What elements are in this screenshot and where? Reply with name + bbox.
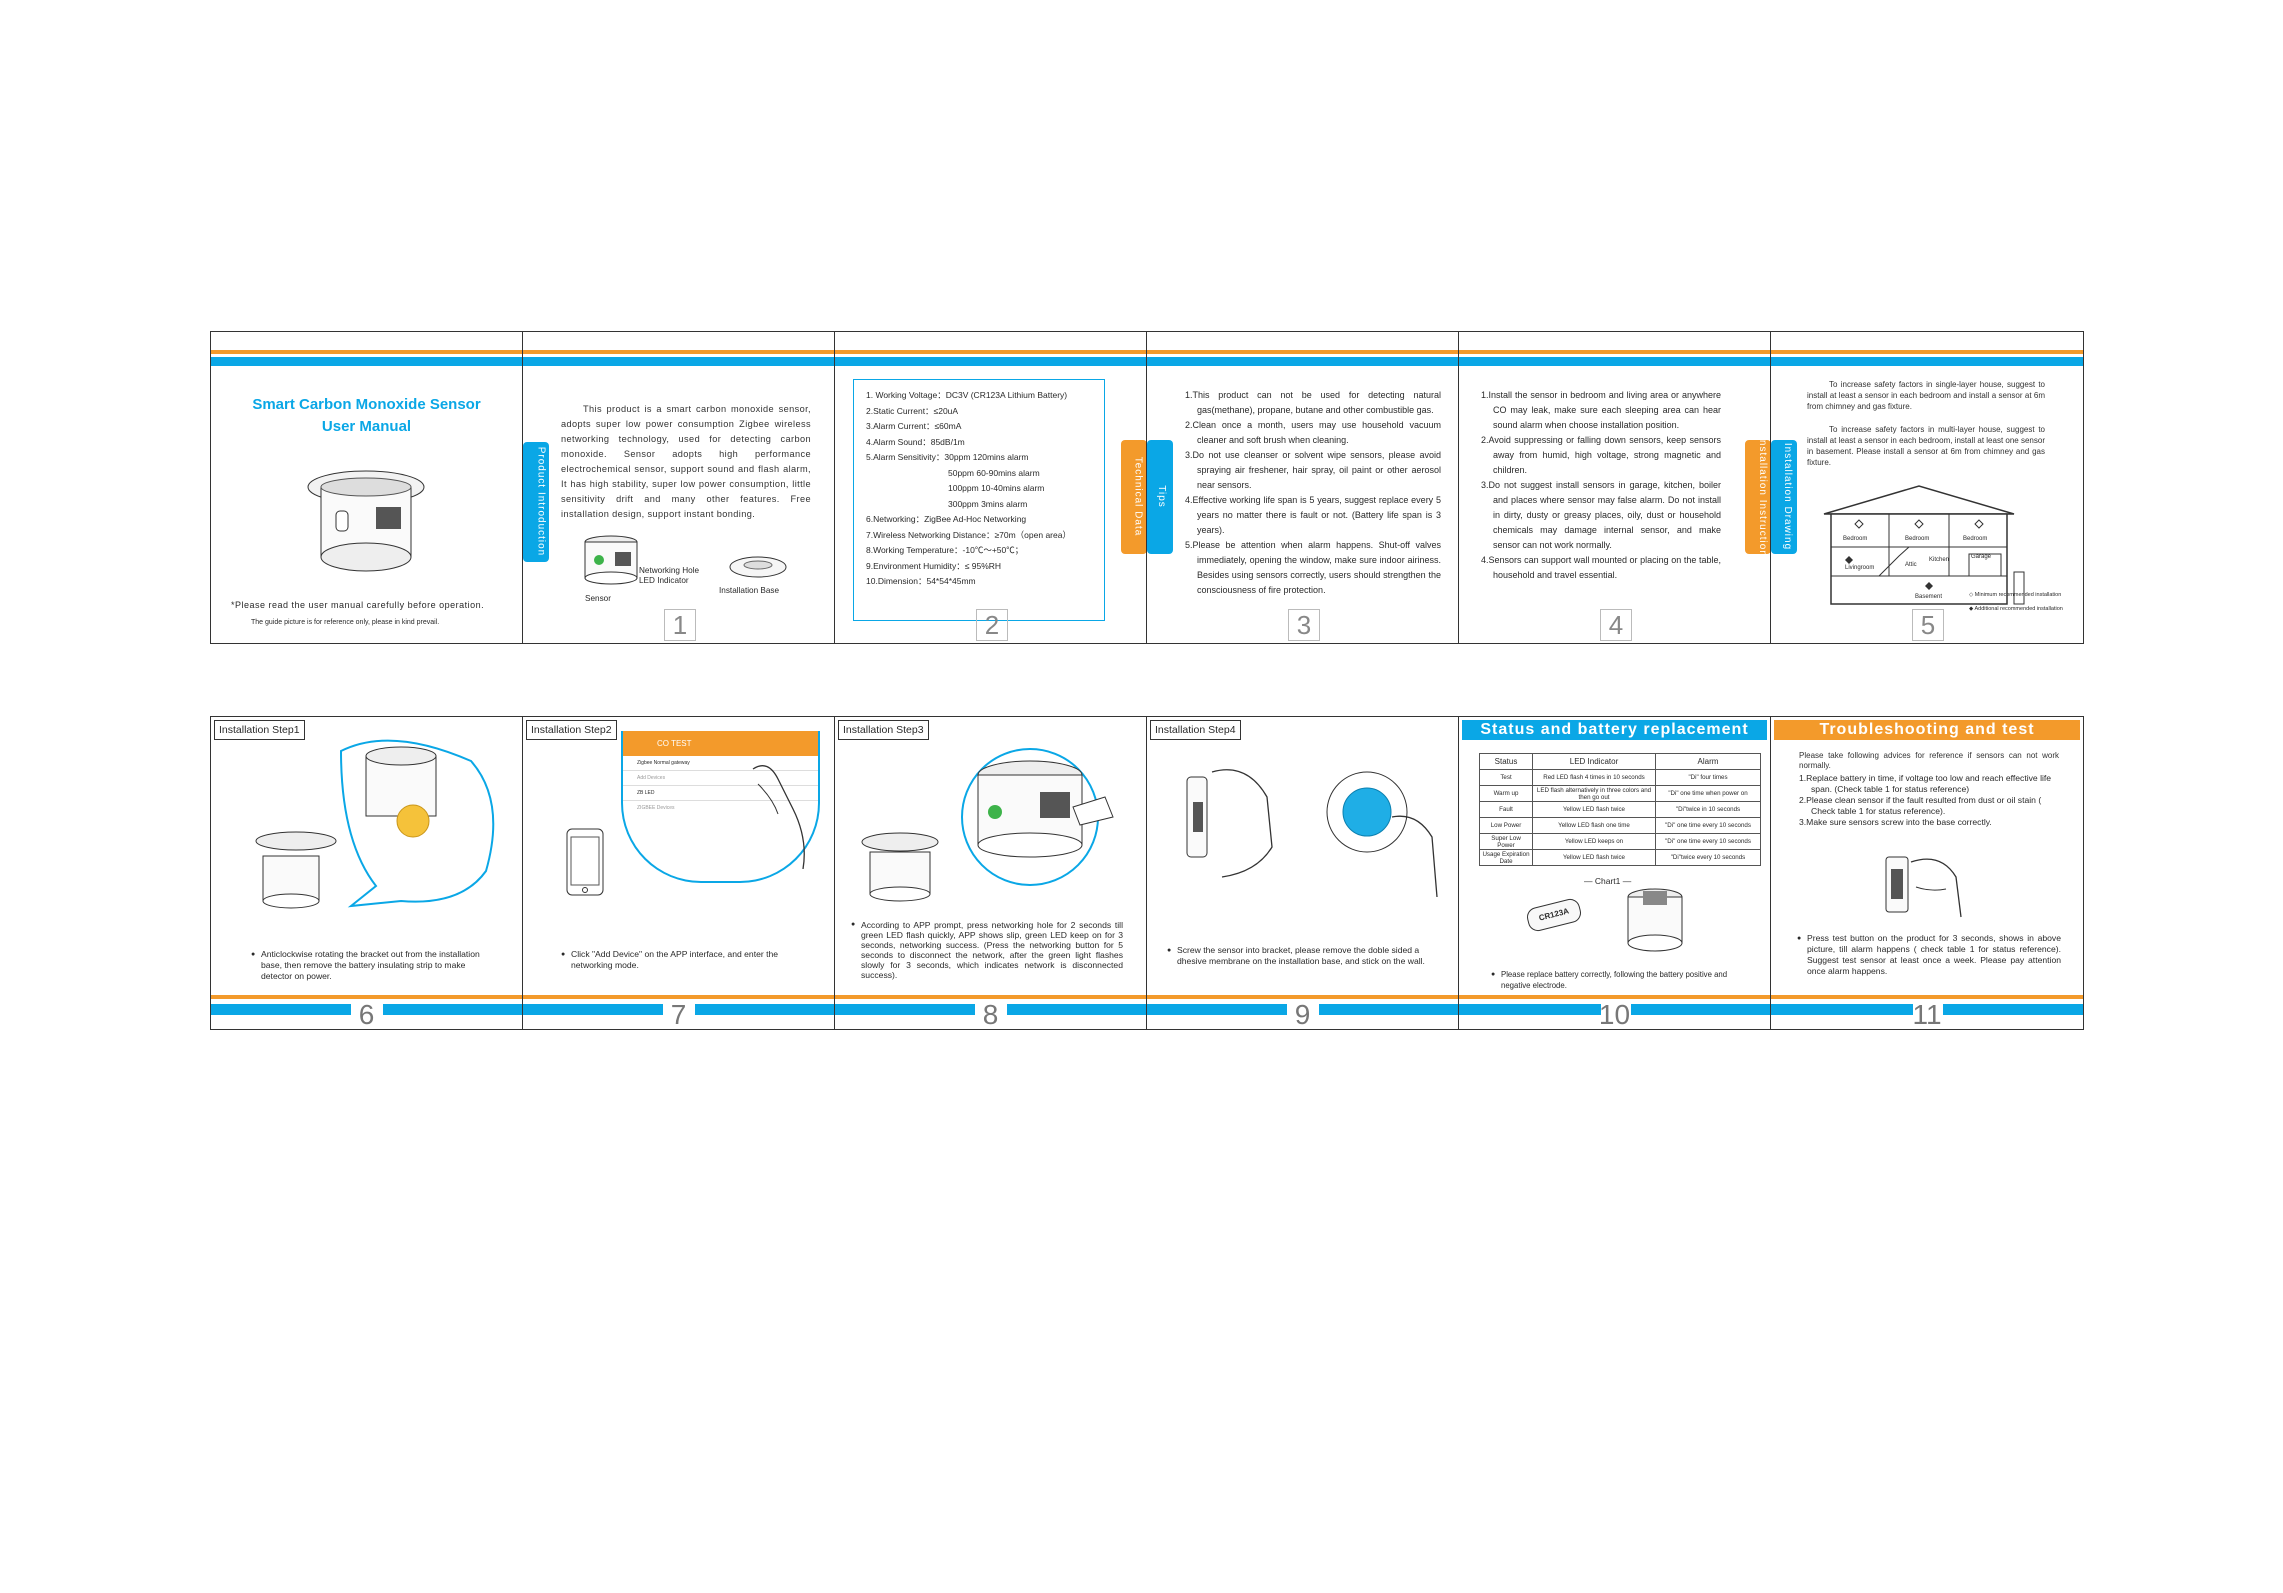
read-manual-note: *Please read the user manual carefully b… <box>231 600 485 610</box>
page-number: 1 <box>664 609 696 641</box>
panel-installation-drawing: Installation Drawing To increase safety … <box>1771 332 2083 643</box>
troubleshooting-intro: Please take following advices for refere… <box>1799 751 2059 770</box>
multi-layer-advice: To increase safety factors in multi-laye… <box>1807 425 2045 467</box>
manual-sheet-back: Installation Step1 Anticlockwise rotatin… <box>210 716 2084 1030</box>
installation-base-illustration <box>729 556 787 578</box>
technical-data-box: 1. Working Voltage：DC3V (CR123A Lithium … <box>853 379 1105 621</box>
test-caption: Press test button on the product for 3 s… <box>1797 933 2061 977</box>
panel-step2: Installation Step2 CO TEST Zigbee Normal… <box>523 717 835 1029</box>
page-number: 4 <box>1600 609 1632 641</box>
house-drawing <box>1823 485 2025 605</box>
page-number: 9 <box>1294 999 1311 1029</box>
legend-additional: ◆ Additional recommended installation <box>1969 606 2063 612</box>
tab-installation-drawing: Installation Drawing <box>1771 440 1797 554</box>
reference-note: The guide picture is for reference only,… <box>251 619 440 626</box>
label-networking-hole: Networking Hole <box>639 566 700 575</box>
room-label: Livingroom <box>1845 565 1875 571</box>
blue-stripe <box>211 357 522 366</box>
panel-step1: Installation Step1 Anticlockwise rotatin… <box>211 717 523 1029</box>
single-layer-advice: To increase safety factors in single-lay… <box>1807 380 2045 411</box>
panel-troubleshooting: Troubleshooting and test Please take fol… <box>1771 717 2083 1029</box>
troubleshooting-list: 1.Replace battery in time, if voltage to… <box>1799 773 2052 827</box>
app-row[interactable]: ZB LED <box>623 786 818 801</box>
orange-stripe <box>211 350 522 354</box>
hand-illustration <box>752 765 805 869</box>
panel-step3: Installation Step3 According to APP prom… <box>835 717 1147 1029</box>
battery-caption: Please replace battery correctly, follow… <box>1491 969 1741 991</box>
panel-status-battery: Status and battery replacement Status LE… <box>1459 717 1771 1029</box>
page-number: 10 <box>1598 999 1631 1029</box>
sensor-small-illustration <box>584 535 638 585</box>
step4-illustration <box>1186 769 1438 898</box>
step1-illustration <box>255 739 495 909</box>
legend-minimum: ◇ Minimum recommended installation <box>1969 592 2062 598</box>
room-label: Basement <box>1915 594 1943 600</box>
panel-tips: Tips 1.This product can not be used for … <box>1147 332 1459 643</box>
add-devices-item[interactable]: Add Devices <box>623 771 818 786</box>
panel-cover: Smart Carbon Monoxide Sensor User Manual… <box>211 332 523 643</box>
room-label: Garage <box>1971 554 1992 560</box>
table-header-row: Status LED Indicator Alarm <box>1479 753 1761 770</box>
test-button-illustration <box>1885 856 1962 918</box>
room-label: Bedroom <box>1905 536 1930 542</box>
battery-illustration: CR123A <box>1524 896 1584 934</box>
diamond-outline-icon: ◇ <box>1969 592 1974 598</box>
tab-product-introduction: Product Introduction <box>523 442 549 562</box>
step2-caption: Click "Add Device" on the APP interface,… <box>561 949 807 971</box>
tips-list: 1.This product can not be used for detec… <box>1185 390 1441 595</box>
step-label: Installation Step3 <box>838 720 929 740</box>
tab-tips: Tips <box>1147 440 1173 554</box>
tab-installation-instruction: Installation Instruction <box>1745 436 1770 557</box>
sensor-illustration <box>307 470 425 572</box>
step4-caption: Screw the sensor into bracket, please re… <box>1167 945 1435 967</box>
manual-sheet-front: Smart Carbon Monoxide Sensor User Manual… <box>210 331 2084 644</box>
step-label: Installation Step4 <box>1150 720 1241 740</box>
page-number: 6 <box>358 999 375 1029</box>
app-screen: CO TEST Zigbee Normal gateway Add Device… <box>621 731 820 883</box>
step-label: Installation Step1 <box>214 720 305 740</box>
panel-step4: Installation Step4 Screw the sensor into… <box>1147 717 1459 1029</box>
step1-caption: Anticlockwise rotating the bracket out f… <box>251 949 493 982</box>
panel-installation-instruction: 1.Install the sensor in bedroom and livi… <box>1459 332 1771 643</box>
page-number: 2 <box>976 609 1008 641</box>
label-installation-base: Installation Base <box>719 586 780 595</box>
room-label: Bedroom <box>1843 536 1868 542</box>
app-row[interactable]: Zigbee Normal gateway <box>623 756 818 771</box>
tab-technical-data: Technical Data <box>1121 440 1146 554</box>
page-number: 5 <box>1912 609 1944 641</box>
chart-label: — Chart1 — <box>1584 876 1632 886</box>
product-description: This product is a smart carbon monoxide … <box>561 404 811 519</box>
app-header: CO TEST <box>623 731 818 756</box>
diamond-filled-icon: ◆ <box>1969 606 1974 612</box>
installation-instruction-list: 1.Install the sensor in bedroom and livi… <box>1481 390 1721 580</box>
section-heading: Troubleshooting and test <box>1774 720 2080 740</box>
step-label: Installation Step2 <box>526 720 617 740</box>
page-number: 11 <box>1912 999 1942 1029</box>
app-row[interactable]: ZIGBEE Devices <box>637 805 675 811</box>
page-number: 3 <box>1288 609 1320 641</box>
label-sensor: Sensor <box>585 594 611 603</box>
panel-technical-data: 1. Working Voltage：DC3V (CR123A Lithium … <box>835 332 1147 643</box>
room-label: Attic <box>1905 562 1917 568</box>
step3-caption: According to APP prompt, press networkin… <box>851 920 1123 980</box>
label-led-indicator: LED Indicator <box>639 576 689 585</box>
room-label: Kitchen <box>1929 557 1950 563</box>
phone-illustration <box>566 828 604 896</box>
cover-title: Smart Carbon Monoxide Sensor User Manual <box>252 396 481 435</box>
section-heading: Status and battery replacement <box>1462 720 1767 740</box>
panel-product-introduction: Product Introduction This product is a s… <box>523 332 835 643</box>
page-number: 7 <box>670 999 687 1029</box>
sensor-open-illustration <box>1627 888 1683 952</box>
step3-illustration <box>861 748 1114 902</box>
room-label: Bedroom <box>1963 536 1988 542</box>
page-number: 8 <box>982 999 999 1029</box>
